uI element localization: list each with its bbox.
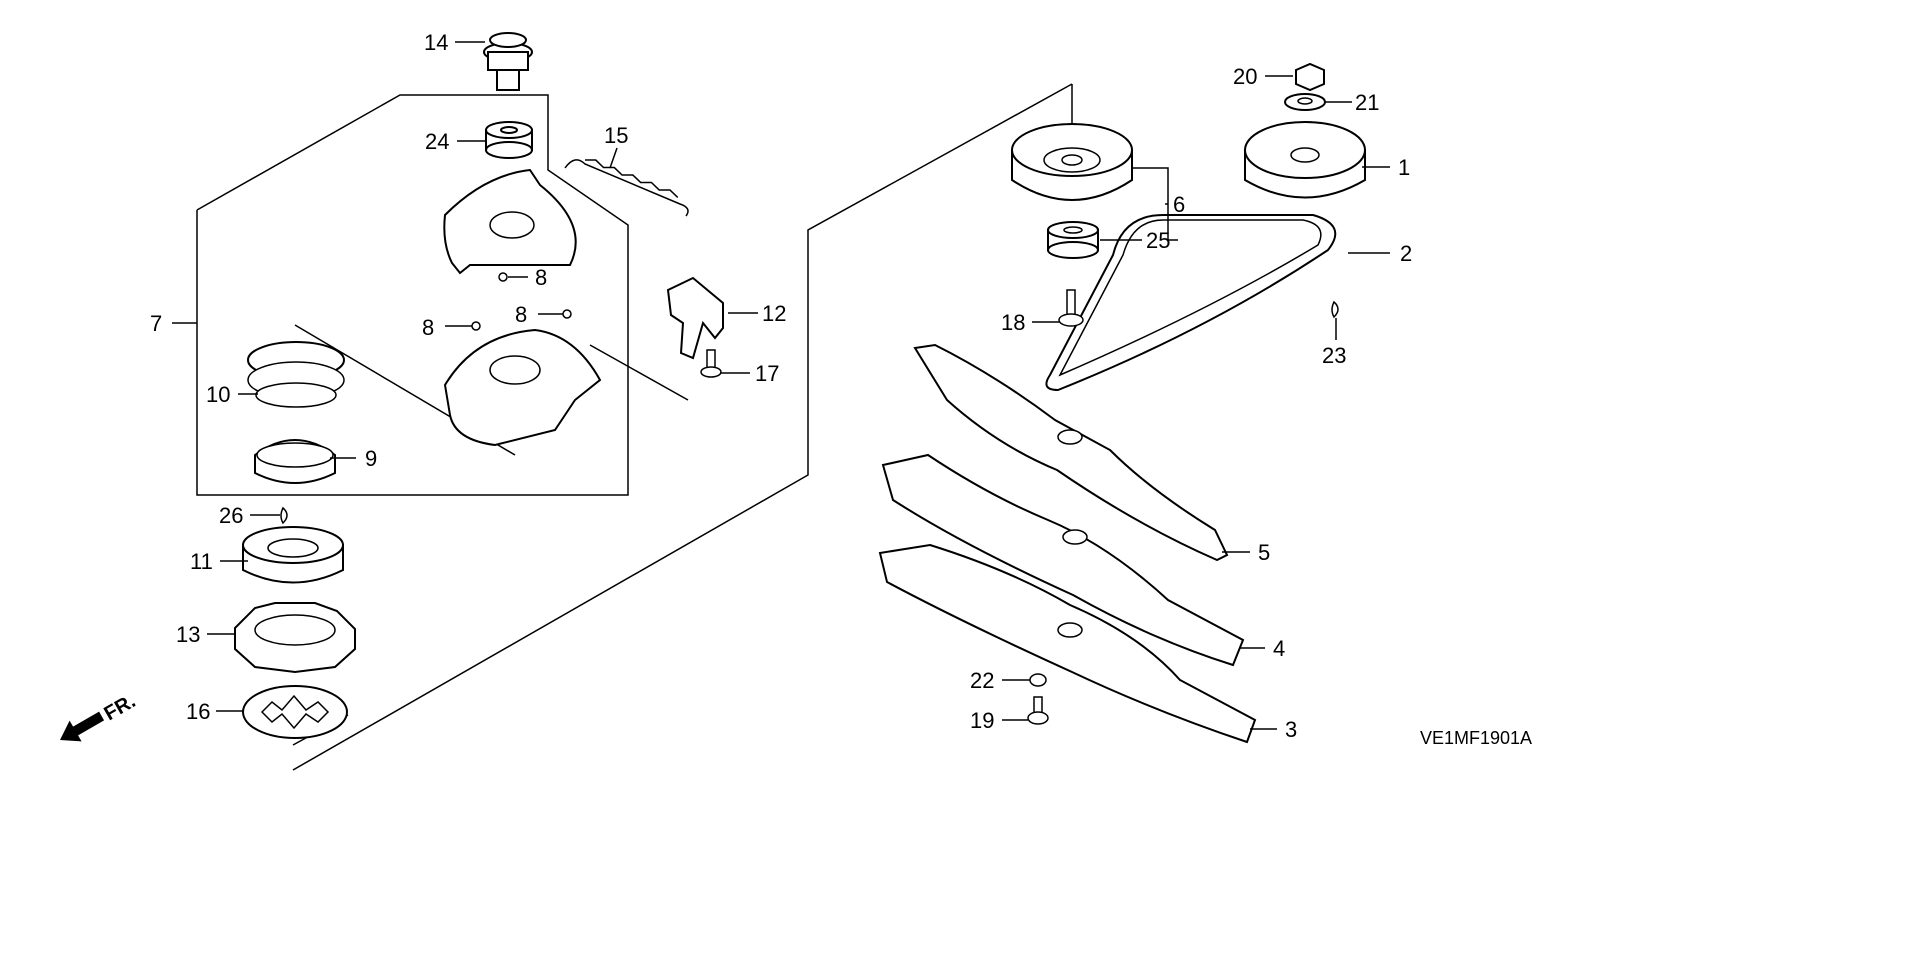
callout-22[interactable]: 22 (970, 668, 994, 693)
part-22-nut[interactable] (1029, 673, 1047, 687)
callout-15[interactable]: 15 (604, 123, 628, 148)
callout-12[interactable]: 12 (762, 301, 786, 326)
part-1-pulley[interactable] (1244, 121, 1366, 199)
part-18-bolt[interactable] (1058, 289, 1084, 327)
callout-labels: 14 24 15 8 7 8 8 12 17 10 9 26 11 13 16 … (150, 30, 1412, 742)
callout-13[interactable]: 13 (176, 622, 200, 647)
part-24-bearing[interactable] (485, 121, 533, 159)
part-25-bearing[interactable] (1047, 221, 1099, 259)
callout-9[interactable]: 9 (365, 446, 377, 471)
part-6-clutch-housing[interactable] (1011, 123, 1133, 201)
part-12-bracket[interactable] (666, 276, 724, 360)
callout-8[interactable]: 8 (515, 302, 527, 327)
part-13-nut[interactable] (234, 602, 356, 674)
callout-18[interactable]: 18 (1001, 310, 1025, 335)
part-15-spring[interactable] (564, 156, 689, 217)
part-11-cover[interactable] (242, 526, 344, 584)
callout-25[interactable]: 25 (1146, 228, 1170, 253)
callout-20[interactable]: 20 (1233, 64, 1257, 89)
part-17-bolt[interactable] (700, 349, 722, 378)
part-upper-brake-plate[interactable] (443, 168, 577, 275)
callout-21[interactable]: 21 (1355, 90, 1379, 115)
callout-4[interactable]: 4 (1273, 636, 1285, 661)
callout-5[interactable]: 5 (1258, 540, 1270, 565)
part-10-spring[interactable] (247, 341, 345, 408)
part-19-bolt[interactable] (1027, 696, 1049, 725)
callout-14[interactable]: 14 (424, 30, 448, 55)
callout-17[interactable]: 17 (755, 361, 779, 386)
part-9-clip[interactable] (254, 439, 336, 484)
front-direction-arrow: FR. (60, 690, 140, 742)
callout-11[interactable]: 11 (190, 549, 213, 574)
callout-19[interactable]: 19 (970, 708, 994, 733)
part-21-washer[interactable] (1284, 93, 1326, 111)
part-5-blade[interactable] (913, 343, 1229, 562)
part-23-key[interactable] (1331, 300, 1339, 319)
part-2-belt[interactable] (1045, 214, 1337, 392)
part-20-nut[interactable] (1295, 62, 1325, 92)
part-26-key[interactable] (280, 506, 288, 525)
callout-16[interactable]: 16 (186, 699, 210, 724)
front-label: FR. (101, 690, 140, 725)
leader-lines (172, 41, 1390, 730)
part-3-blade[interactable] (878, 543, 1257, 744)
callout-8[interactable]: 8 (422, 315, 434, 340)
part-16-washer[interactable] (242, 685, 348, 739)
part-4-blade[interactable] (881, 453, 1245, 667)
part-lower-brake-plate[interactable] (443, 328, 602, 447)
part-14-bushing[interactable] (483, 32, 533, 91)
callout-6[interactable]: 6 (1173, 192, 1185, 217)
callout-24[interactable]: 24 (425, 129, 449, 154)
callout-2[interactable]: 2 (1400, 241, 1412, 266)
callout-1[interactable]: 1 (1398, 155, 1410, 180)
callout-7[interactable]: 7 (150, 311, 162, 336)
callout-23[interactable]: 23 (1322, 343, 1346, 368)
callout-3[interactable]: 3 (1285, 717, 1297, 742)
callout-8[interactable]: 8 (535, 265, 547, 290)
callout-10[interactable]: 10 (206, 382, 230, 407)
callout-26[interactable]: 26 (219, 503, 243, 528)
diagram-code: VE1MF1901A (1420, 728, 1532, 748)
